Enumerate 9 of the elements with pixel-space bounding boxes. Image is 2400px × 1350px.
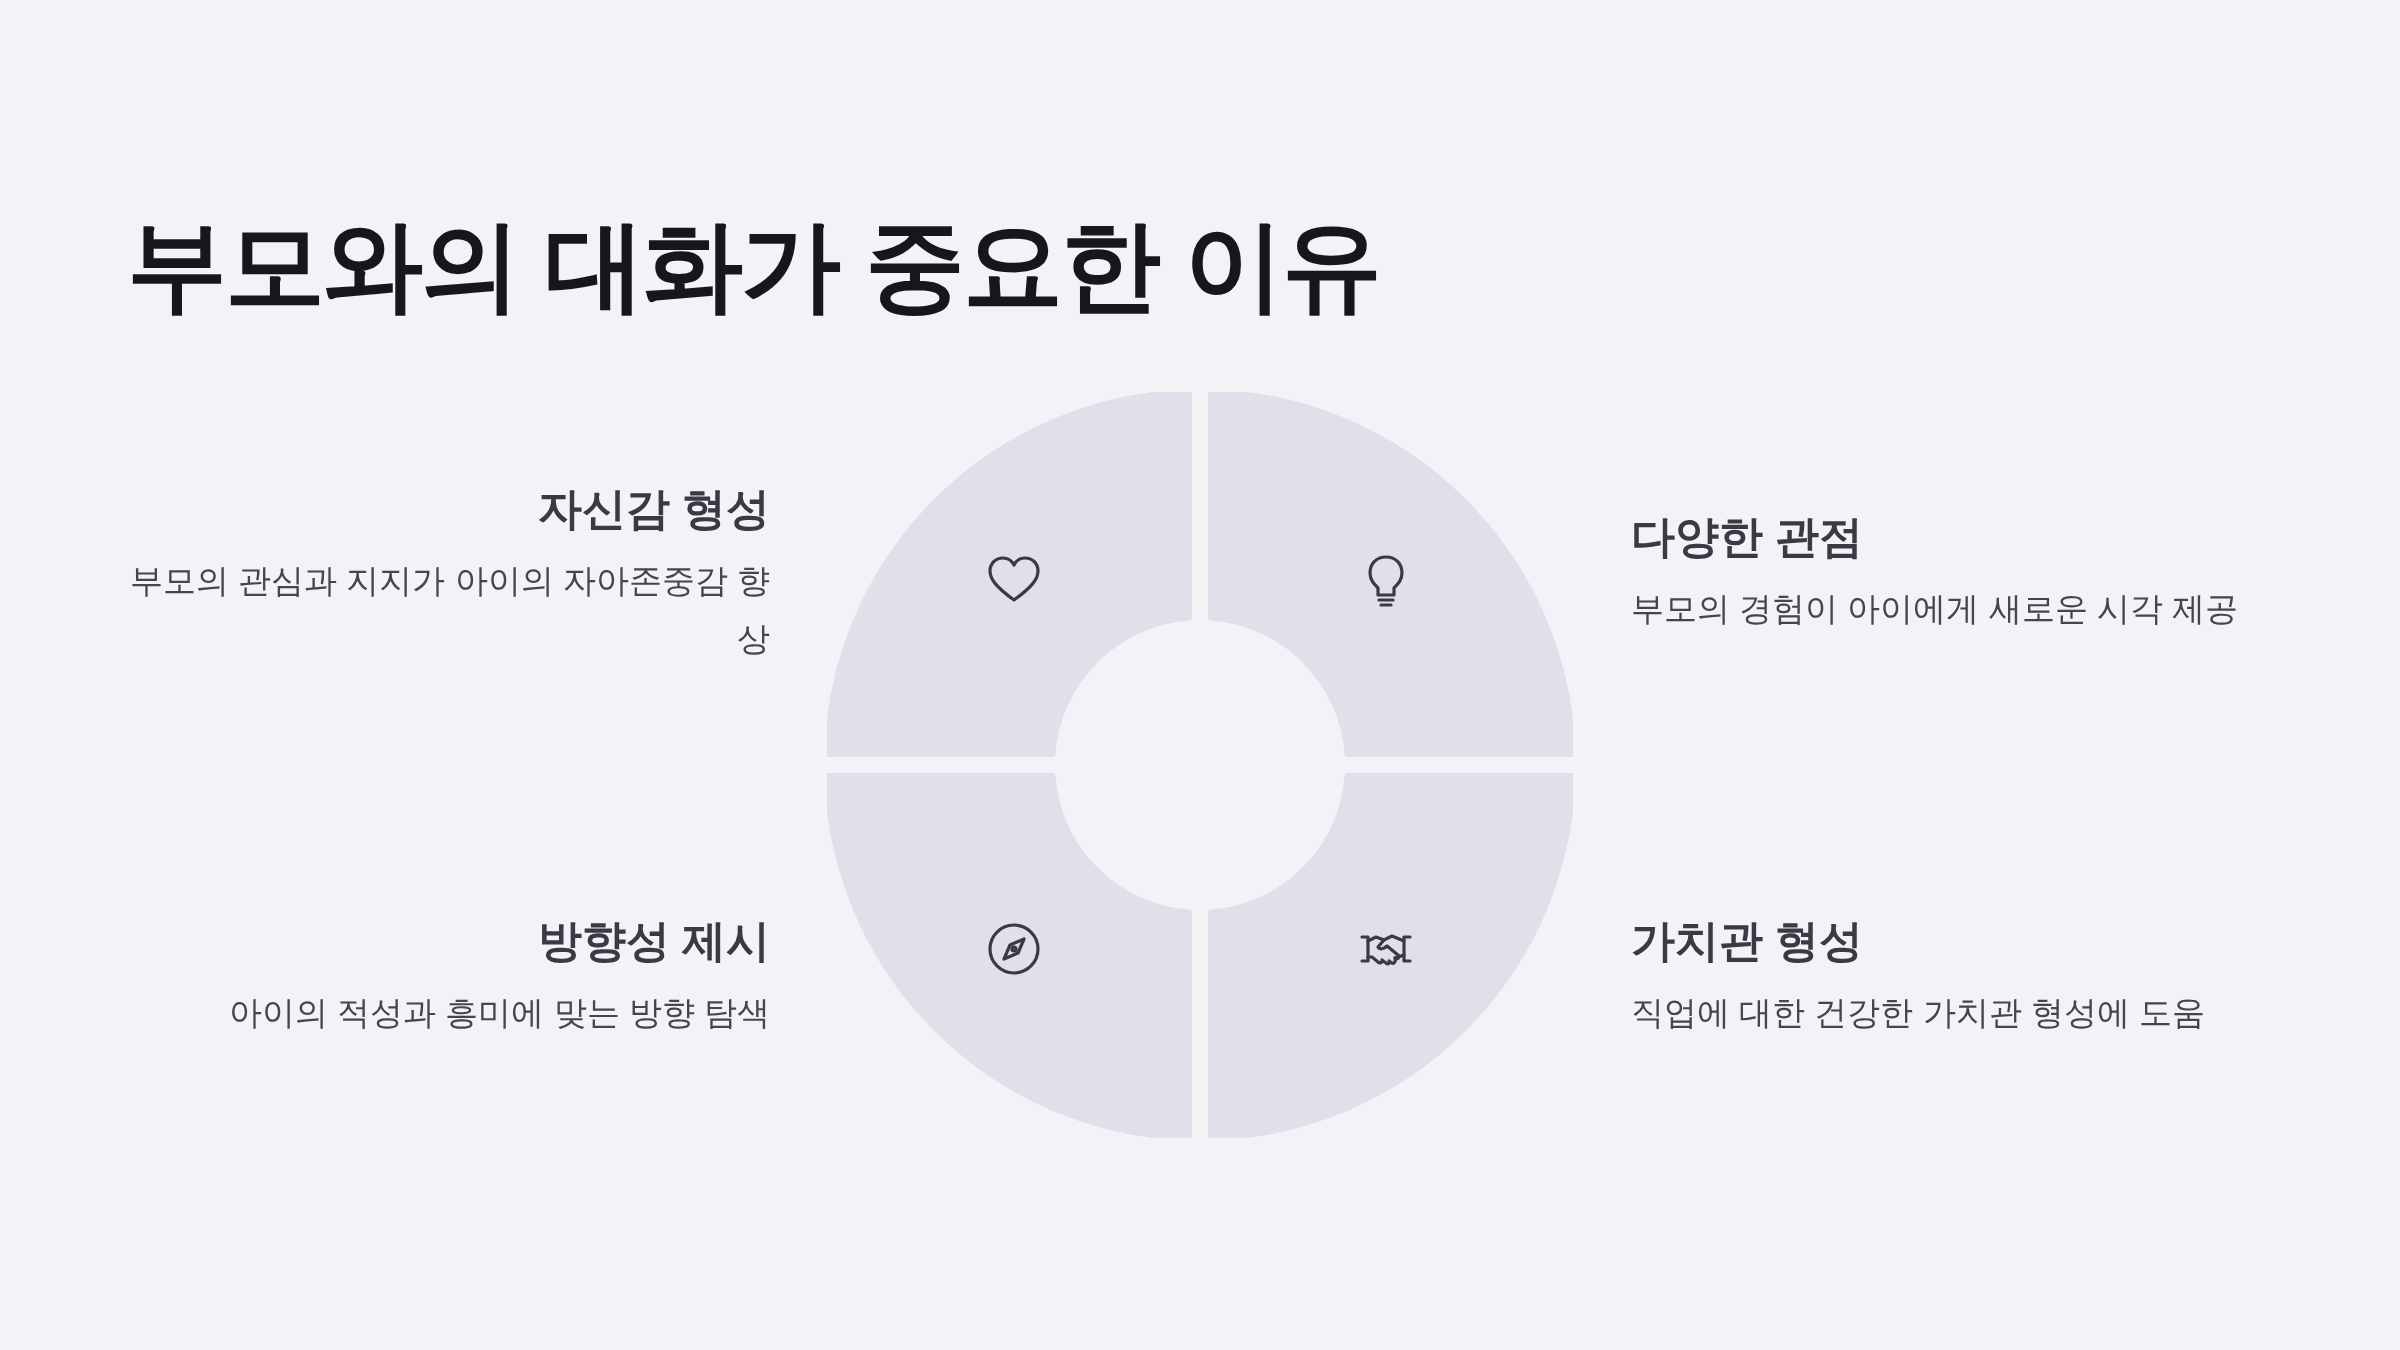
segment-heading: 다양한 관점 bbox=[1631, 511, 1864, 563]
title: 부모와의 대화가 중요한 이유 bbox=[127, 208, 1381, 323]
segment-description: 부모의 경험이 아이에게 새로운 시각 제공 bbox=[1631, 589, 2239, 629]
segment-heading: 자신감 형성 bbox=[537, 483, 770, 535]
segment-description: 직업에 대한 건강한 가치관 형성에 도움 bbox=[1631, 993, 2206, 1033]
segment-description: 부모의 관심과 지지가 아이의 자아존중감 향상 bbox=[129, 561, 770, 659]
segment-description: 아이의 적성과 흥미에 맞는 방향 탐색 bbox=[228, 993, 770, 1033]
segment-heading: 방향성 제시 bbox=[537, 915, 770, 967]
segment-heading: 가치관 형성 bbox=[1631, 915, 1864, 967]
